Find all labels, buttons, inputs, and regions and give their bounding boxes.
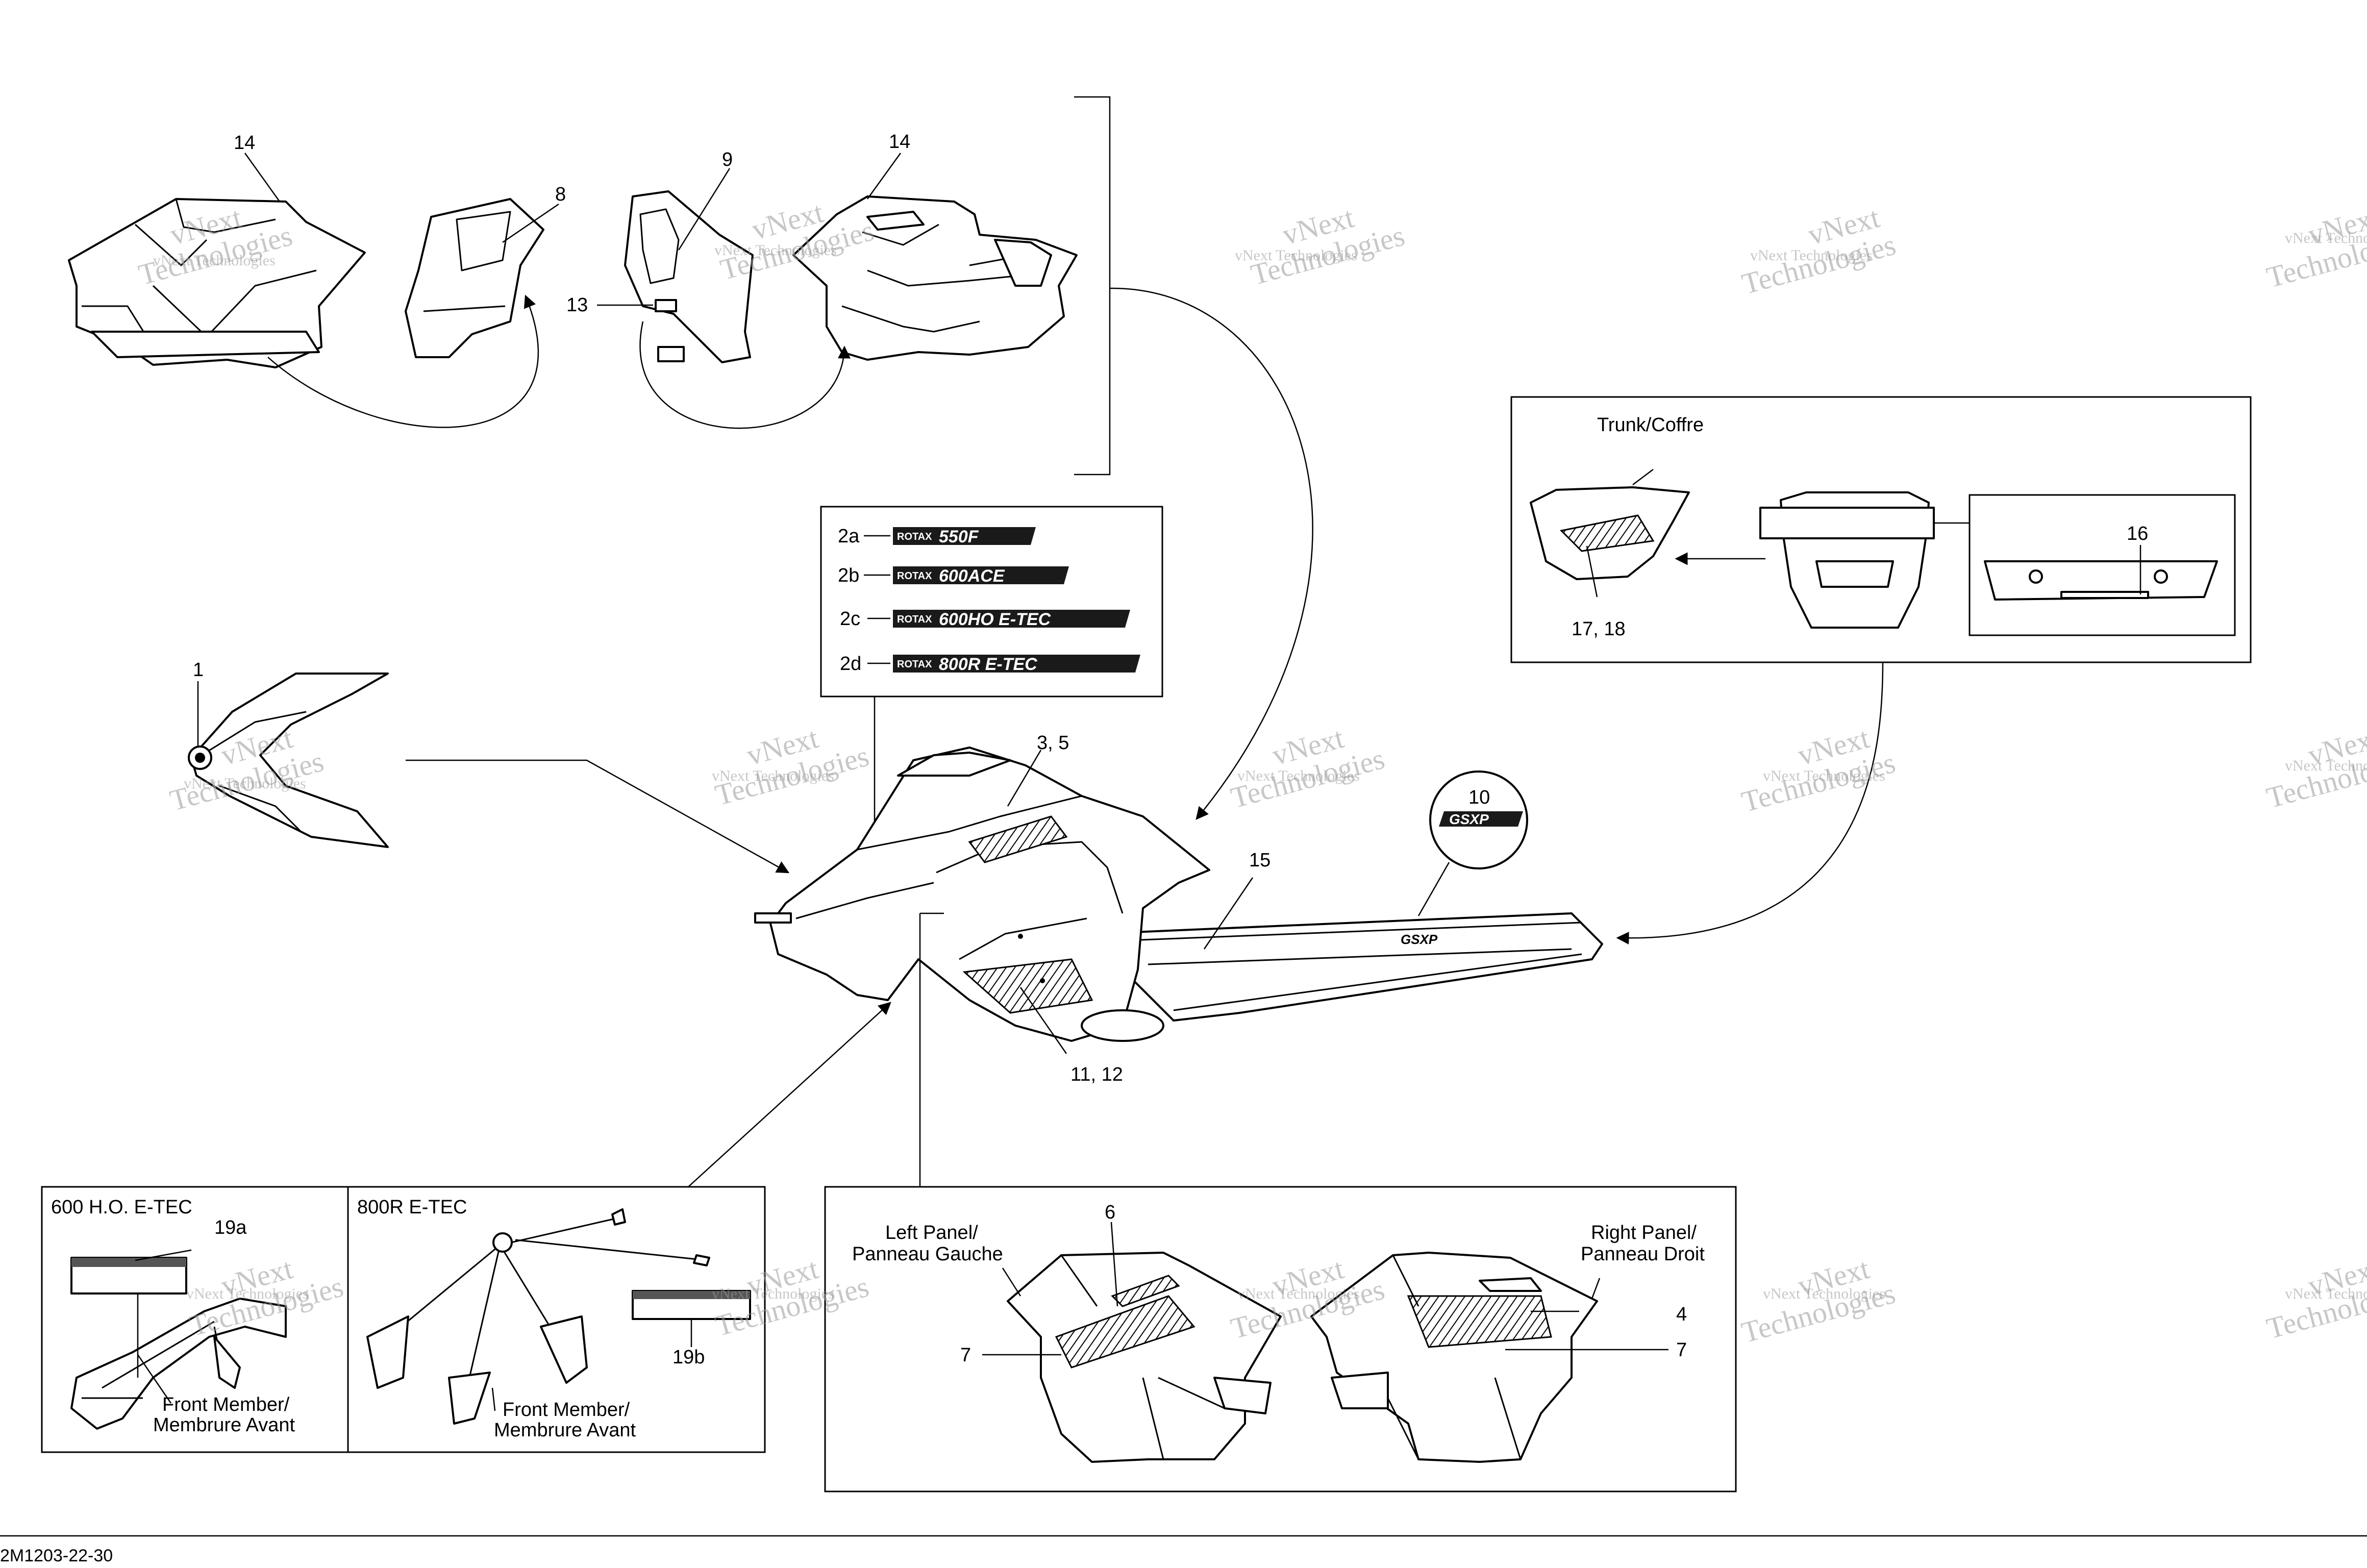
detail-10-logo: GSXP [1439,811,1523,827]
callout-7-left: 7 [960,1345,971,1366]
svg-text:vNext Technologies: vNext Technologies [1237,1285,1360,1302]
side-panel-right-part [792,195,1078,361]
svg-text:vNext Technologies: vNext Technologies [712,767,834,784]
panel-inner-9-part [624,190,754,363]
panel-inner-8-part [405,198,544,358]
front-member-b-part [366,1208,710,1425]
callout-7-right: 7 [1676,1339,1687,1361]
svg-text:vNext Technologies: vNext Technologies [153,252,276,269]
callout-19a: 19a [214,1217,247,1238]
callout-14-right: 14 [889,131,910,153]
trunk-part-rear: SKI-DOO [1759,491,1935,629]
caption-b-line1: Front Member/ [503,1399,630,1421]
callout-2b: 2b [838,565,859,586]
trunk-title: Trunk/Coffre [1597,414,1704,436]
box-a-title: 600 H.O. E-TEC [51,1197,192,1218]
svg-text:600HO E-TEC: 600HO E-TEC [939,610,1051,629]
caption-a-line1: Front Member/ [162,1394,290,1415]
trunk-part-side [1530,486,1690,580]
svg-text:vNext Technologies: vNext Technologies [1237,767,1360,784]
svg-text:vNext Technologies: vNext Technologies [712,1285,834,1302]
callout-2a: 2a [838,526,860,547]
callout-16: 16 [2127,523,2148,544]
callout-2c: 2c [840,608,860,630]
warning-label-19a [70,1257,187,1295]
svg-text:vNext Technologies: vNext Technologies [184,775,306,792]
svg-text:ROTAX: ROTAX [897,659,932,670]
hood-part [188,673,389,848]
left-panel-part [1007,1252,1282,1463]
svg-text:vNext Technologies: vNext Technologies [1235,247,1357,264]
callout-13: 13 [566,294,588,316]
callout-6: 6 [1105,1202,1115,1223]
callout-9: 9 [722,149,733,170]
right-panel-part [1310,1252,1598,1463]
callout-2d: 2d [840,653,861,675]
svg-text:vNext Technologies: vNext Technologies [2285,757,2367,774]
callout-10: 10 [1468,787,1490,808]
svg-text:GSXP: GSXP [1449,811,1489,827]
callout-15: 15 [1249,850,1270,871]
callout-14-left: 14 [234,132,255,154]
svg-text:vNext Technologies: vNext Technologies [1750,247,1873,264]
svg-text:vNext Technologies: vNext Technologies [186,1285,309,1302]
svg-text:vNext Technologies: vNext Technologies [1763,767,1885,784]
svg-text:ROTAX: ROTAX [897,614,932,625]
decal-2d: ROTAX 800R E-TEC [893,655,1140,674]
svg-text:GSXP: GSXP [1401,932,1438,947]
right-panel-label-line1: Right Panel/ [1591,1222,1697,1243]
callout-4: 4 [1676,1304,1687,1325]
svg-text:550F: 550F [939,527,979,546]
trunk-box [1510,396,2252,663]
svg-text:ROTAX: ROTAX [897,570,932,582]
svg-text:600ACE: 600ACE [939,566,1005,586]
side-panel-left-part [68,198,366,368]
panels-box [824,1186,1737,1492]
trunk-plate-box [1969,494,2236,636]
callout-1: 1 [193,659,204,681]
figure-code: 2M1203-22-30 [0,1546,113,1565]
svg-text:SKI-DOO: SKI-DOO [1824,566,1885,582]
svg-text:vNext Technologies: vNext Technologies [714,242,837,259]
callout-17-18: 17, 18 [1572,618,1626,640]
engine-decal-box [820,506,1163,698]
callout-8: 8 [555,184,566,205]
svg-text:800R E-TEC: 800R E-TEC [939,655,1037,674]
right-panel-label-line2: Panneau Droit [1581,1243,1705,1265]
svg-text:vNext Technologies: vNext Technologies [2285,1285,2367,1302]
tunnel-logo-decal: GSXP [1401,932,1438,947]
svg-text:vNext Technologies: vNext Technologies [2285,230,2367,246]
box-b-title: 800R E-TEC [357,1197,467,1218]
callout-11-12: 11, 12 [1070,1064,1123,1085]
decal-2a: ROTAX 550F [893,527,1036,546]
callout-3-5: 3, 5 [1037,732,1069,754]
left-panel-label-line1: Left Panel/ [885,1222,978,1243]
decal-2b: ROTAX 600ACE [893,566,1069,586]
decal-2c: ROTAX 600HO E-TEC [893,610,1130,629]
svg-text:vNext Technologies: vNext Technologies [1763,1285,1885,1302]
trunk-plate-part [1984,560,2218,601]
front-member-a-part [70,1298,287,1430]
snowmobile-body-part [754,746,1603,1042]
svg-text:ROTAX: ROTAX [897,531,932,542]
warning-label-19b [632,1290,751,1320]
watermark-layer: vNext Technologies vNext Technologies vN… [135,195,2367,1349]
caption-b-line2: Membrure Avant [494,1420,636,1441]
callout-19b: 19b [672,1347,705,1368]
left-panel-label-line2: Panneau Gauche [852,1243,1003,1265]
front-member-box-b [347,1186,766,1453]
caption-a-line2: Membrure Avant [153,1414,295,1436]
